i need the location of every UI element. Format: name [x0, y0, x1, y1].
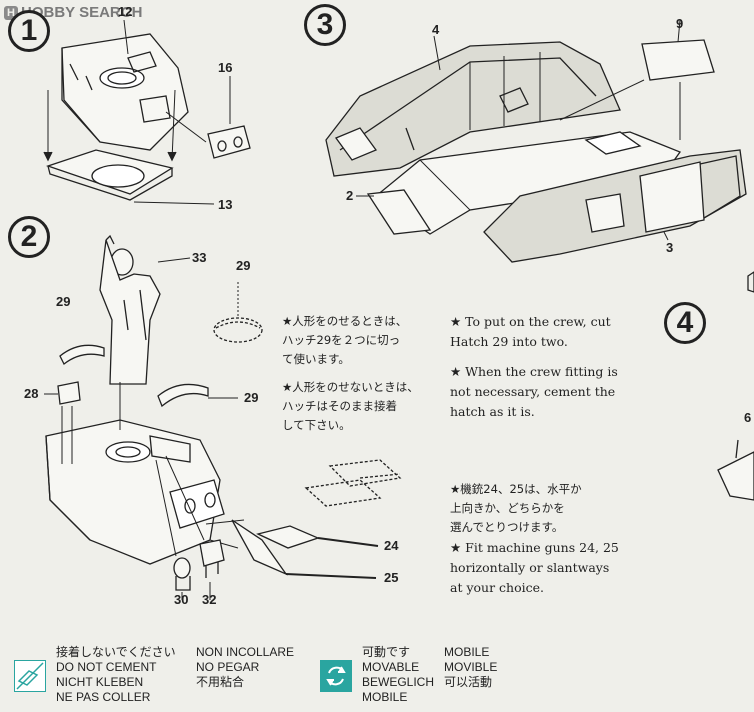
crew-figure-drawing [99, 234, 161, 385]
machine-gun-24-drawing [256, 525, 379, 549]
movable-cn: 可以活動 [444, 675, 493, 689]
part-number-29-right: 29 [244, 390, 259, 405]
part-number-12: 12 [118, 4, 133, 19]
part-32-drawing [199, 539, 225, 578]
turret-assembly-drawing [45, 419, 225, 565]
guns-note-en: ★ Fit machine guns 24, 25 horizontally o… [450, 540, 619, 595]
turret-base-drawing [45, 149, 174, 201]
crew-note-en-2: ★ When the crew fitting is not necessary… [450, 364, 618, 419]
movable-it: MOBILE [444, 645, 490, 659]
part-16-drawing [207, 125, 251, 159]
part-9-drawing [641, 39, 715, 81]
watermark-text: HOBBY SEARCH [21, 4, 143, 21]
no-cement-it: NON INCOLLARE [196, 645, 295, 659]
machine-gun-25-drawing [231, 519, 377, 579]
part-number-33: 33 [192, 250, 207, 265]
part-28-drawing [57, 381, 81, 464]
part-number-9: 9 [676, 16, 684, 31]
crew-note-jp-1: ★人形をのせるときは、 ハッチ29を２つに切っ て使います。 [282, 314, 408, 366]
no-cement-jp: 接着しないでください [56, 645, 176, 659]
watermark: H HOBBY SEARCH [4, 4, 142, 21]
part-30-drawing [173, 557, 191, 591]
no-cement-legend: 接着しないでください DO NOT CEMENT NICHT KLEBEN NE… [56, 645, 176, 705]
no-cement-icon [14, 660, 46, 692]
movable-legend: 可動です MOVABLE BEWEGLICH MOBILE [362, 645, 434, 705]
part-number-29-left: 29 [56, 294, 71, 309]
crew-note-en-1: ★ To put on the crew, cut Hatch 29 into … [450, 314, 611, 349]
step-4-number: 4 [676, 306, 694, 339]
guns-note-jp: ★機銃24、25は、水平か 上向きか、どちらかを 選んでとりつけます。 [450, 482, 582, 534]
movable-icon [320, 660, 352, 692]
part-number-29-top: 29 [236, 258, 251, 273]
part-number-16: 16 [218, 60, 233, 75]
movable-en: MOVABLE [362, 660, 420, 674]
step-4-partial-drawing [717, 271, 754, 501]
part-number-6: 6 [744, 410, 752, 425]
no-cement-fr: NE PAS COLLER [56, 690, 151, 704]
hull-side-drawing [325, 41, 621, 177]
no-cement-de: NICHT KLEBEN [56, 675, 144, 689]
step-2-number: 2 [20, 220, 38, 253]
step-1-number: 1 [20, 14, 38, 47]
movable-es: MOVIBLE [444, 660, 498, 674]
movable-legend-2: MOBILE MOVIBLE 可以活動 [444, 645, 497, 690]
step-1-badge: 1 [8, 10, 50, 52]
part-number-25: 25 [384, 570, 399, 585]
no-cement-legend-2: NON INCOLLARE NO PEGAR 不用粘合 [196, 645, 294, 690]
part-number-24: 24 [384, 538, 399, 553]
hatch-29-drawing [213, 317, 263, 343]
step-3-badge: 3 [304, 4, 346, 46]
part-number-13: 13 [218, 197, 233, 212]
part-number-30: 30 [174, 592, 189, 607]
gun-angle-ghost-drawing [304, 459, 402, 507]
part-number-4: 4 [432, 22, 440, 37]
no-cement-en: DO NOT CEMENT [56, 660, 157, 674]
movable-fr: MOBILE [362, 690, 408, 704]
hull-side-right-drawing [483, 149, 747, 263]
step-3-number: 3 [316, 8, 334, 41]
crew-note-jp-2: ★人形をのせないときは、 ハッチはそのまま接着 して下さい。 [282, 380, 419, 432]
no-cement-es: NO PEGAR [196, 660, 260, 674]
step-2-badge: 2 [8, 216, 50, 258]
turret-shell-drawing [61, 33, 189, 151]
movable-jp: 可動です [362, 645, 411, 659]
part-number-3: 3 [666, 240, 674, 255]
no-cement-cn: 不用粘合 [196, 675, 245, 689]
part-number-28: 28 [24, 386, 39, 401]
part-number-32: 32 [202, 592, 217, 607]
step-4-badge: 4 [664, 302, 706, 344]
part-number-2: 2 [346, 188, 354, 203]
movable-de: BEWEGLICH [362, 675, 435, 689]
